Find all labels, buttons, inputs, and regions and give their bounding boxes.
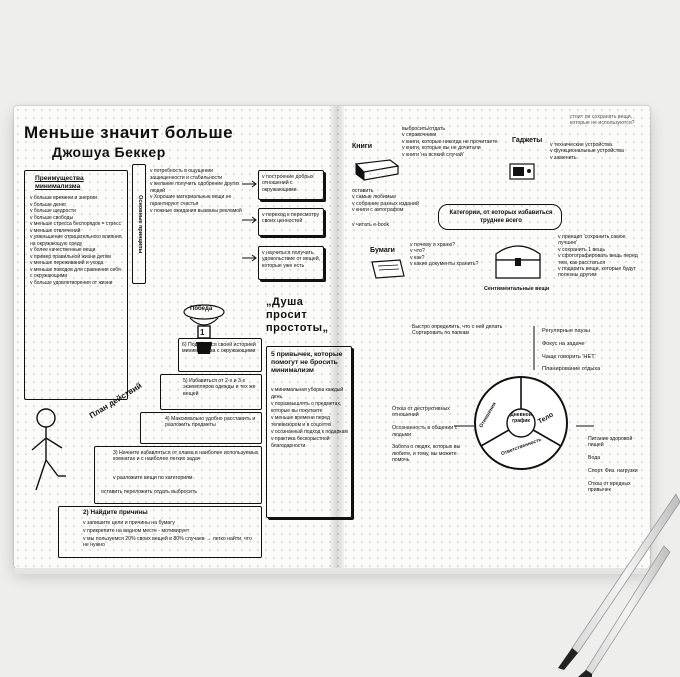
- step-4-box: 4) Максимально удобно расставить и разло…: [140, 412, 262, 444]
- papers-icon: [371, 259, 405, 279]
- wheel-connectors: [454, 326, 594, 427]
- books-notes: выбросить/отдать v справочники v книги, …: [402, 126, 498, 158]
- gadgets-label: Гаджеты: [512, 137, 543, 144]
- page-edge: [14, 568, 650, 574]
- step-6-box: 6) Поделиться своей историей минимализма…: [178, 338, 262, 372]
- step-3-text: 3) Начните избавляться от хлама в наибол…: [113, 450, 259, 463]
- step-2-item-1: v запишите цели и причины на бумагу: [83, 520, 175, 526]
- sentimental-notes: v принцип 'сохранить самое лучшее' v сох…: [558, 234, 638, 279]
- step-2-item-3: v мы пользуемся 20% своих вещей в 80% сл…: [83, 536, 252, 549]
- podium-label: Победа: [190, 306, 213, 312]
- habits-box: 5 привычек, которые помогут не бросить м…: [266, 346, 352, 518]
- step-5-box: 5) Избавиться от 2-х и 3-х экземпляров о…: [160, 374, 262, 410]
- habits-quote: „Душа просит простоты„: [266, 296, 329, 334]
- principles-arrows: [242, 180, 257, 262]
- outcome-text-2: v переход к пересмотру своих ценностей: [262, 212, 320, 225]
- benefits-box: Преимущества минимализма v больше времен…: [24, 170, 128, 400]
- papers-label: Бумаги: [370, 247, 395, 254]
- gadgets-notes: v технические устройства v функциональны…: [550, 142, 624, 161]
- books-ebook: v читать е-book: [352, 222, 390, 228]
- notebook-spine: [330, 106, 344, 568]
- chest-icon: [495, 245, 541, 279]
- principles-sidebar-label: Основные принципы: [137, 195, 144, 254]
- habits-heading: 5 привычек, которые помогут не бросить м…: [271, 351, 343, 374]
- pen-icon: [558, 493, 680, 677]
- books-keep: оставить v самые любимые v собрание разн…: [352, 188, 419, 214]
- podium-trophy-icon: [183, 304, 225, 354]
- step-3-box: 3) Начните избавляться от хлама в наибол…: [94, 446, 262, 504]
- paper-actions: Быстро определить, что с ней делать Сорт…: [412, 324, 503, 337]
- step-6-text: 6) Поделиться своей историей минимализма…: [182, 342, 256, 355]
- stick-figure-icon: [31, 408, 66, 491]
- podium-number: 1: [200, 328, 205, 337]
- outcome-box-1: v построение добрых отношений с окружающ…: [258, 170, 324, 200]
- categories-text: Категории, от которых избавиться труднее…: [449, 210, 553, 224]
- outcome-box-2: v переход к пересмотру своих ценностей: [258, 208, 324, 236]
- step-2-item-2: v прикрепите на видном месте - мотивируе…: [83, 528, 190, 534]
- principles-text: v потребность в ощущении защищенности и …: [150, 168, 242, 214]
- wheel-left-items: Отказ от деструктивных отношений Осознан…: [392, 406, 461, 464]
- step-2-box: 2) Найдите причины v запишите цели и при…: [58, 506, 262, 558]
- outcome-text-1: v построение добрых отношений с окружающ…: [262, 174, 314, 193]
- papers-questions: v почему я храню? v что? v как? v какие …: [410, 242, 479, 268]
- step-5-text: 5) Избавиться от 2-х и 3-х экземпляров о…: [183, 378, 256, 397]
- wheel-top-items: Регулярные паузы Фокус на задаче Чаще го…: [542, 328, 601, 373]
- corner-note: стоит ли сохранять вещи, которые не испо…: [570, 114, 635, 127]
- benefits-list: v больше времени и энергии v больше дене…: [30, 195, 122, 286]
- categories-banner: Категории, от которых избавиться труднее…: [438, 204, 562, 230]
- wheel-center-label: Дневной график: [510, 412, 532, 425]
- open-notebook: Меньше значит больше Джошуа Беккер Преим…: [14, 106, 650, 574]
- step-3-categories: оставить переложить отдать выбросить: [101, 489, 198, 495]
- outcome-text-3: v научиться получать удовольствие от вещ…: [262, 250, 321, 269]
- daily-schedule-wheel: [474, 376, 568, 470]
- wheel-right-items: Питание здоровой пищей Вода Спорт. Физ. …: [588, 436, 638, 494]
- outcome-box-3: v научиться получать удовольствие от вещ…: [258, 246, 324, 280]
- benefits-heading: Преимущества минимализма: [35, 175, 84, 190]
- step-4-text: 4) Максимально удобно расставить и разло…: [165, 416, 256, 429]
- gadget-icon: [509, 163, 535, 180]
- sentimental-label: Сентиментальные вещи: [484, 286, 550, 292]
- step-3-sort: v разложите вещи по категориям: [113, 475, 193, 481]
- step-2-heading: 2) Найдите причины: [83, 509, 148, 516]
- books-label: Книги: [352, 143, 373, 150]
- habits-list: v минимальная уборка каждый день v пораз…: [271, 387, 348, 449]
- books-icon: [354, 159, 400, 181]
- principles-sidebar: Основные принципы: [132, 164, 146, 284]
- title-line-1: Меньше значит больше: [24, 123, 234, 142]
- title-line-2: Джошуа Беккер: [52, 144, 166, 160]
